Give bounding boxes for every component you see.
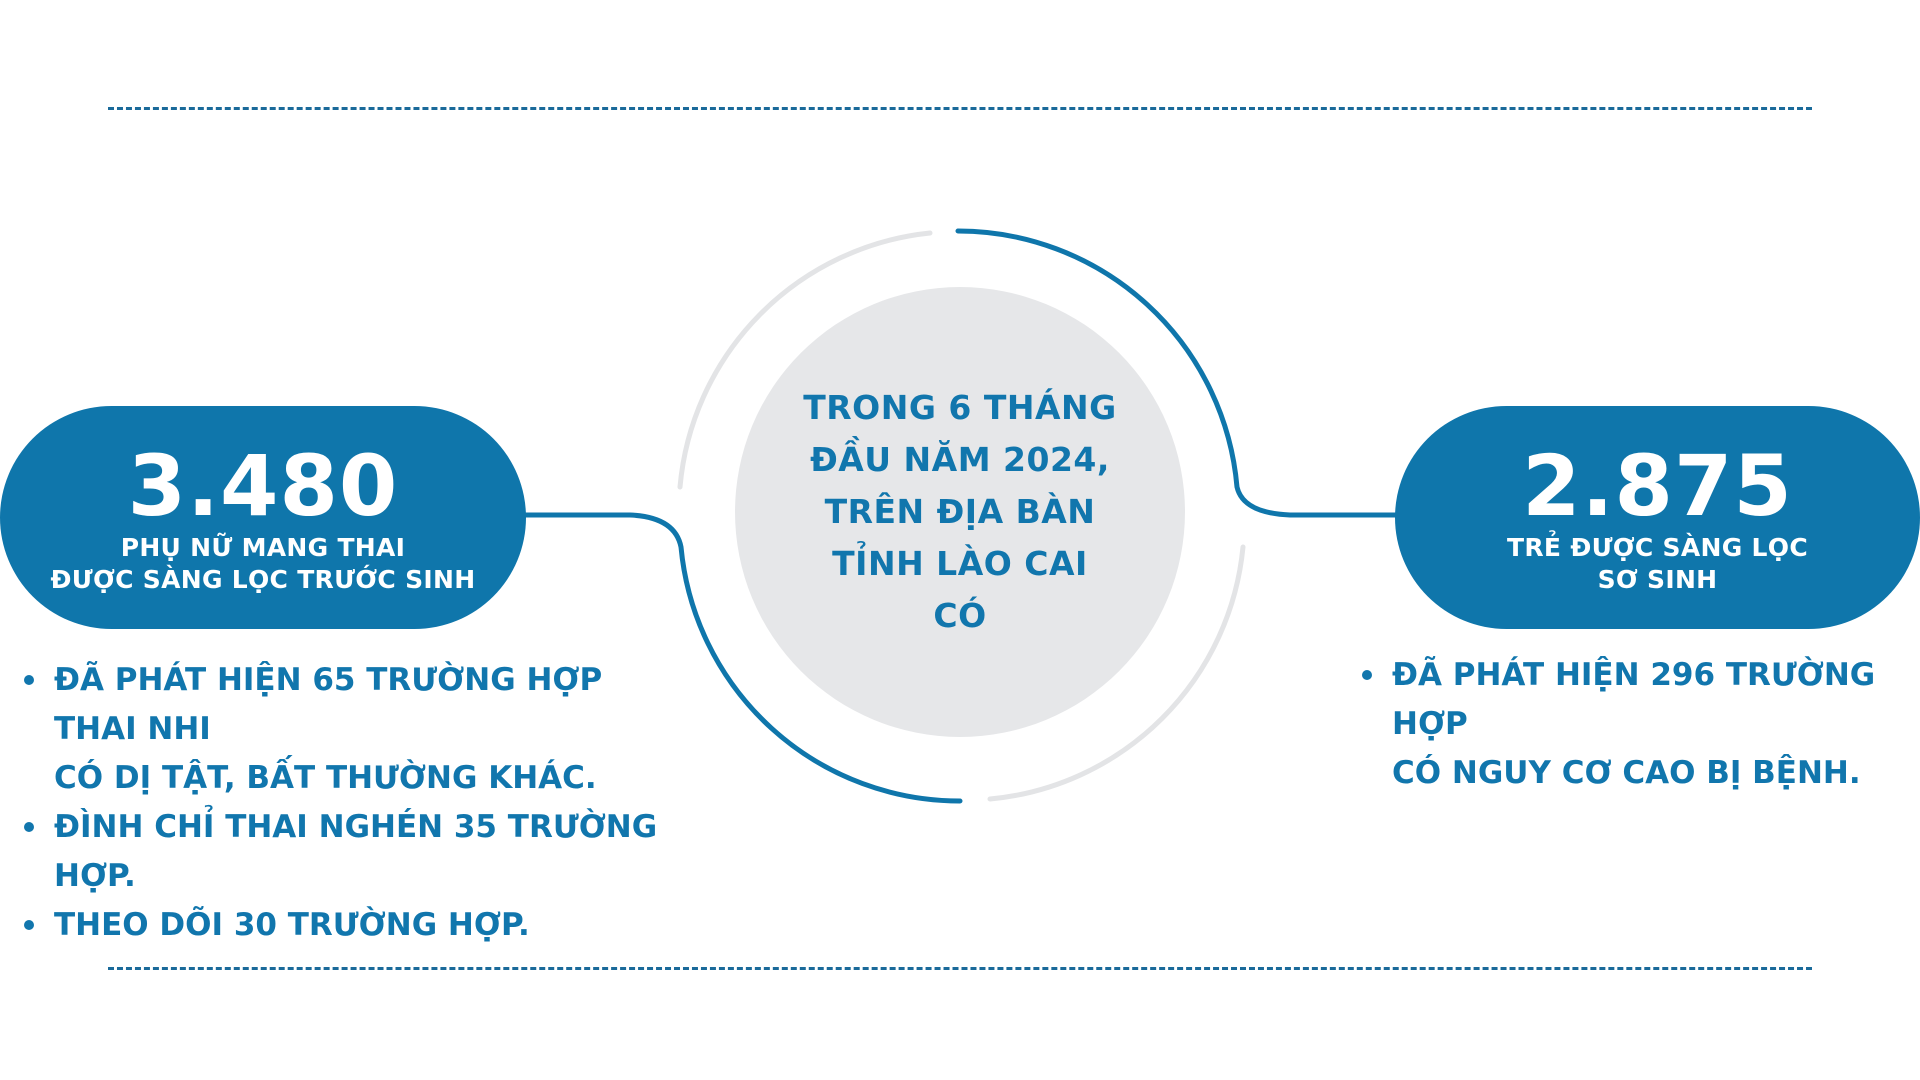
left-stat-label-line: ĐƯỢC SÀNG LỌC TRƯỚC SINH: [50, 564, 476, 594]
center-line: TRÊN ĐỊA BÀN: [824, 492, 1096, 531]
center-line: CÓ: [933, 596, 987, 635]
right-stat-pill: 2.875 TRẺ ĐƯỢC SÀNG LỌC SƠ SINH: [1395, 406, 1920, 629]
gray-arc-lower-right: [987, 544, 1246, 802]
center-line: TỈNH LÀO CAI: [832, 544, 1088, 583]
left-bullet-list: ĐÃ PHÁT HIỆN 65 TRƯỜNG HỢP THAI NHI CÓ D…: [24, 656, 684, 950]
center-line: TRONG 6 THÁNG: [803, 388, 1117, 427]
left-stat-number: 3.480: [127, 436, 399, 535]
bullet-dot-icon: [24, 822, 34, 832]
left-stat-label-line: PHỤ NỮ MANG THAI: [120, 532, 406, 562]
right-stat-label-line: TRẺ ĐƯỢC SÀNG LỌC: [1507, 532, 1808, 562]
list-item: ĐÃ PHÁT HIỆN 65 TRƯỜNG HỢP THAI NHI CÓ D…: [24, 656, 684, 803]
right-stat-label: TRẺ ĐƯỢC SÀNG LỌC SƠ SINH: [1507, 532, 1808, 596]
right-stat-number: 2.875: [1522, 436, 1793, 535]
bullet-dot-icon: [24, 675, 34, 685]
right-stat-label-line: SƠ SINH: [1597, 564, 1718, 594]
list-item: ĐÃ PHÁT HIỆN 296 TRƯỜNG HỢP CÓ NGUY CƠ C…: [1362, 651, 1902, 798]
left-stat-pill: 3.480 PHỤ NỮ MANG THAI ĐƯỢC SÀNG LỌC TRƯ…: [0, 406, 526, 629]
bullet-dot-icon: [1362, 670, 1372, 680]
bullet-text-line: ĐÃ PHÁT HIỆN 65 TRƯỜNG HỢP THAI NHI: [54, 662, 603, 747]
list-item: THEO DÕI 30 TRƯỜNG HỢP.: [24, 901, 684, 950]
gray-arc-upper-left: [677, 230, 933, 490]
bullet-text-line: CÓ DỊ TẬT, BẤT THƯỜNG KHÁC.: [54, 760, 597, 796]
list-item: ĐÌNH CHỈ THAI NGHÉN 35 TRƯỜNG HỢP.: [24, 803, 684, 901]
left-stat-label: PHỤ NỮ MANG THAI ĐƯỢC SÀNG LỌC TRƯỚC SIN…: [51, 532, 476, 596]
bullet-text-line: ĐÃ PHÁT HIỆN 296 TRƯỜNG HỢP: [1392, 657, 1876, 742]
bullet-dot-icon: [24, 920, 34, 930]
center-circle: TRONG 6 THÁNG ĐẦU NĂM 2024, TRÊN ĐỊA BÀN…: [735, 287, 1185, 737]
bullet-text-line: THEO DÕI 30 TRƯỜNG HỢP.: [54, 907, 530, 943]
center-line: ĐẦU NĂM 2024,: [810, 440, 1110, 479]
center-heading: TRONG 6 THÁNG ĐẦU NĂM 2024, TRÊN ĐỊA BÀN…: [790, 382, 1130, 642]
blue-arc-upper-right: [955, 228, 1403, 518]
bullet-text-line: CÓ NGUY CƠ CAO BỊ BỆNH.: [1392, 755, 1861, 791]
top-dashed-divider: [108, 107, 1812, 110]
right-bullet-list: ĐÃ PHÁT HIỆN 296 TRƯỜNG HỢP CÓ NGUY CƠ C…: [1362, 651, 1902, 798]
blue-arc-lower-left: [517, 512, 963, 804]
bullet-text-line: ĐÌNH CHỈ THAI NGHÉN 35 TRƯỜNG HỢP.: [54, 809, 658, 894]
bottom-dashed-divider: [108, 967, 1812, 970]
